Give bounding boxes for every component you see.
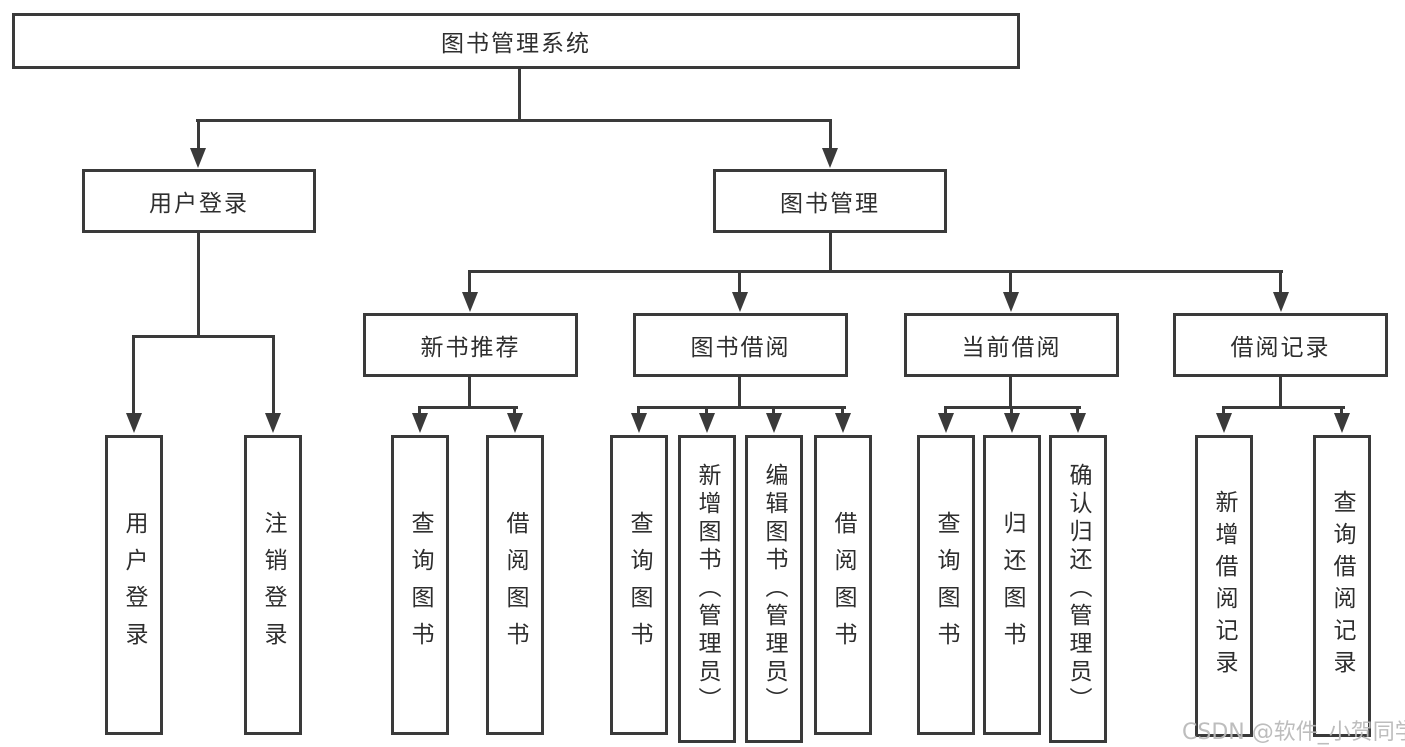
leaf-recommend-borrow-books: 借阅图书 [486,435,544,735]
connector-line [272,335,275,417]
leaf-recommend-borrow-books-label: 借阅图书 [502,511,528,659]
connector-line [468,270,471,296]
node-borrow-records: 借阅记录 [1173,313,1388,377]
leaf-recommend-query-books-label: 查询图书 [407,511,433,659]
arrowhead-icon [732,292,748,312]
node-book-management: 图书管理 [713,169,947,233]
arrowhead-icon [1004,413,1020,433]
leaf-add-books-admin-label: 新增图书（管理员） [694,463,720,715]
connector-line [1340,406,1343,417]
connector-line [197,233,200,338]
connector-line [1279,377,1282,409]
arrowhead-icon [462,292,478,312]
connector-line [1279,270,1282,296]
csdn-watermark: CSDN @软件_小贺同学 [1182,720,1405,745]
connector-line [1010,406,1013,417]
node-root: 图书管理系统 [12,13,1020,69]
leaf-add-borrow-record: 新增借阅记录 [1195,435,1253,737]
connector-line [418,406,518,409]
connector-line [468,270,1283,273]
leaf-return-books-label: 归还图书 [999,511,1025,659]
leaf-confirm-return-admin-label: 确认归还（管理员） [1065,463,1091,715]
arrowhead-icon [1273,292,1289,312]
leaf-edit-books-admin: 编辑图书（管理员） [745,435,803,743]
connector-line [197,119,200,151]
connector-line [196,119,832,122]
arrowhead-icon [766,413,782,433]
connector-line [132,335,135,417]
connector-line [829,119,832,151]
leaf-logout-label: 注销登录 [260,511,286,659]
arrowhead-icon [822,148,838,168]
arrowhead-icon [835,413,851,433]
leaf-borrow-books: 借阅图书 [814,435,872,735]
connector-line [1222,406,1345,409]
leaf-query-borrow-record: 查询借阅记录 [1313,435,1371,737]
arrowhead-icon [938,413,954,433]
arrowhead-icon [190,148,206,168]
node-book-borrow: 图书借阅 [633,313,848,377]
leaf-query-borrow-record-label: 查询借阅记录 [1329,490,1355,682]
leaf-return-books: 归还图书 [983,435,1041,735]
leaf-add-borrow-record-label: 新增借阅记录 [1211,490,1237,682]
arrowhead-icon [126,413,142,433]
connector-line [705,406,708,417]
leaf-edit-books-admin-label: 编辑图书（管理员） [761,463,787,715]
node-new-book-recommend: 新书推荐 [363,313,578,377]
node-book-management-label: 图书管理 [780,191,880,217]
connector-line [518,68,521,122]
connector-line [772,406,775,417]
arrowhead-icon [1070,413,1086,433]
arrowhead-icon [265,413,281,433]
leaf-add-books-admin: 新增图书（管理员） [678,435,736,743]
leaf-user-login: 用户登录 [105,435,163,735]
leaf-current-query-books: 查询图书 [917,435,975,735]
connector-line [738,377,741,409]
arrowhead-icon [1003,292,1019,312]
leaf-confirm-return-admin: 确认归还（管理员） [1049,435,1107,743]
connector-line [1222,406,1225,417]
connector-line [1009,377,1012,409]
connector-line [1076,406,1079,417]
connector-line [841,406,844,417]
leaf-user-login-label: 用户登录 [121,511,147,659]
leaf-borrow-query-books: 查询图书 [610,435,668,735]
connector-line [1009,270,1012,296]
leaf-logout: 注销登录 [244,435,302,735]
node-new-book-recommend-label: 新书推荐 [420,335,521,361]
connector-line [738,270,741,296]
connector-line [829,233,832,273]
leaf-borrow-books-label: 借阅图书 [830,511,856,659]
connector-line [637,406,640,417]
connector-line [944,406,947,417]
connector-line [418,406,421,417]
arrowhead-icon [1216,413,1232,433]
node-root-label: 图书管理系统 [441,31,591,57]
leaf-borrow-query-books-label: 查询图书 [626,511,652,659]
node-user-login: 用户登录 [82,169,316,233]
node-current-borrow: 当前借阅 [904,313,1119,377]
connector-line [513,406,516,417]
connector-line [132,335,275,338]
connector-line [468,377,471,409]
leaf-recommend-query-books: 查询图书 [391,435,449,735]
leaf-current-query-books-label: 查询图书 [933,511,959,659]
arrowhead-icon [1334,413,1350,433]
arrowhead-icon [507,413,523,433]
node-borrow-records-label: 借阅记录 [1230,335,1331,361]
connector-line [637,406,846,409]
arrowhead-icon [631,413,647,433]
arrowhead-icon [699,413,715,433]
node-current-borrow-label: 当前借阅 [961,335,1062,361]
arrowhead-icon [412,413,428,433]
node-book-borrow-label: 图书借阅 [690,335,791,361]
node-user-login-label: 用户登录 [149,191,249,217]
